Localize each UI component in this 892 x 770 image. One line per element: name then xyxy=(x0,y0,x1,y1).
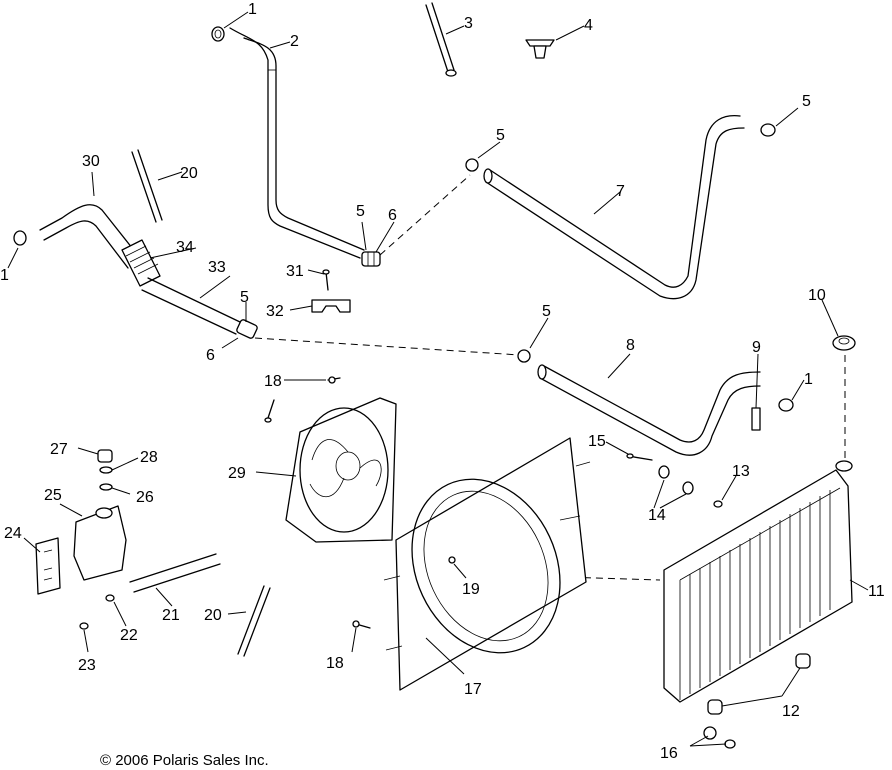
callout-1: 1 xyxy=(0,267,9,284)
callout-16: 16 xyxy=(660,745,678,762)
callout-34: 34 xyxy=(176,239,194,256)
radiator-cap xyxy=(832,335,856,351)
callout-5: 5 xyxy=(240,289,249,306)
callout-13: 13 xyxy=(732,463,750,480)
fan-shroud xyxy=(383,437,591,691)
callout-5: 5 xyxy=(802,93,811,110)
callout-21: 21 xyxy=(162,607,180,624)
callout-22: 22 xyxy=(120,627,138,644)
hose-clamp xyxy=(760,123,776,137)
o-ring xyxy=(99,466,113,474)
callout-29: 29 xyxy=(228,465,246,482)
nut xyxy=(724,739,736,749)
callout-20: 20 xyxy=(180,165,198,182)
callout-19: 19 xyxy=(462,581,480,598)
callout-15: 15 xyxy=(588,433,606,450)
grommet xyxy=(658,465,670,479)
hose-clamp xyxy=(517,349,531,363)
grommet xyxy=(682,481,694,495)
cooling-fan xyxy=(285,397,397,543)
callout-18: 18 xyxy=(264,373,282,390)
coolant-pipe xyxy=(141,277,241,335)
callout-11: 11 xyxy=(868,583,885,600)
callout-5: 5 xyxy=(496,127,505,144)
drain-pin xyxy=(751,407,761,431)
callout-3: 3 xyxy=(464,15,473,32)
callout-8: 8 xyxy=(626,337,635,354)
callout-1: 1 xyxy=(804,371,813,388)
hose-clamp xyxy=(211,26,225,42)
overflow-hose xyxy=(129,553,221,593)
callout-9: 9 xyxy=(752,339,761,356)
hose-fitting xyxy=(361,251,381,267)
fan-bolt xyxy=(327,376,341,384)
callout-17: 17 xyxy=(464,681,482,698)
callout-4: 4 xyxy=(584,17,593,34)
hose-bracket xyxy=(311,299,351,313)
hose-sleeve xyxy=(121,239,161,287)
callout-12: 12 xyxy=(782,703,800,720)
callout-20: 20 xyxy=(204,607,222,624)
screw xyxy=(448,556,456,564)
hose-clamp xyxy=(465,158,479,172)
callout-32: 32 xyxy=(266,303,284,320)
coolant-reservoir xyxy=(73,505,127,581)
upper-hose xyxy=(229,27,365,259)
long-bolt xyxy=(425,2,457,77)
callout-10: 10 xyxy=(808,287,826,304)
callout-27: 27 xyxy=(50,441,68,458)
reservoir-screw xyxy=(79,622,89,630)
bolt xyxy=(626,453,653,461)
callout-6: 6 xyxy=(388,207,397,224)
hose-clamp xyxy=(13,230,27,246)
callout-1: 1 xyxy=(248,1,257,18)
reservoir-cap xyxy=(97,449,113,463)
callout-25: 25 xyxy=(44,487,62,504)
radiator-hose xyxy=(537,364,761,456)
callout-2: 2 xyxy=(290,33,299,50)
copyright-notice: © 2006 Polaris Sales Inc. xyxy=(100,752,269,769)
screw xyxy=(322,269,330,291)
nut xyxy=(713,500,723,508)
hose-fitting xyxy=(236,319,258,339)
radiator-grommet xyxy=(795,653,811,669)
callout-14: 14 xyxy=(648,507,666,524)
callout-24: 24 xyxy=(4,525,22,542)
callout-33: 33 xyxy=(208,259,226,276)
callout-31: 31 xyxy=(286,263,304,280)
long-bolt xyxy=(237,585,271,657)
push-rivet xyxy=(525,39,555,59)
radiator xyxy=(663,460,853,703)
callout-23: 23 xyxy=(78,657,96,674)
reservoir-screw xyxy=(105,594,115,602)
leader-lines xyxy=(7,11,869,747)
o-ring xyxy=(99,483,113,491)
hose-clamp xyxy=(778,398,794,412)
callout-18: 18 xyxy=(326,655,344,672)
callout-28: 28 xyxy=(140,449,158,466)
callout-30: 30 xyxy=(82,153,100,170)
long-bolt xyxy=(131,149,163,223)
radiator-grommet xyxy=(707,699,723,715)
callout-6: 6 xyxy=(206,347,215,364)
coolant-hose xyxy=(39,204,141,269)
callout-7: 7 xyxy=(616,183,625,200)
callout-26: 26 xyxy=(136,489,154,506)
lower-hose xyxy=(483,114,745,300)
mounting-pad xyxy=(35,537,61,595)
callout-5: 5 xyxy=(542,303,551,320)
fan-bolt xyxy=(264,399,275,423)
callout-5: 5 xyxy=(356,203,365,220)
shroud-bolt xyxy=(352,620,371,629)
